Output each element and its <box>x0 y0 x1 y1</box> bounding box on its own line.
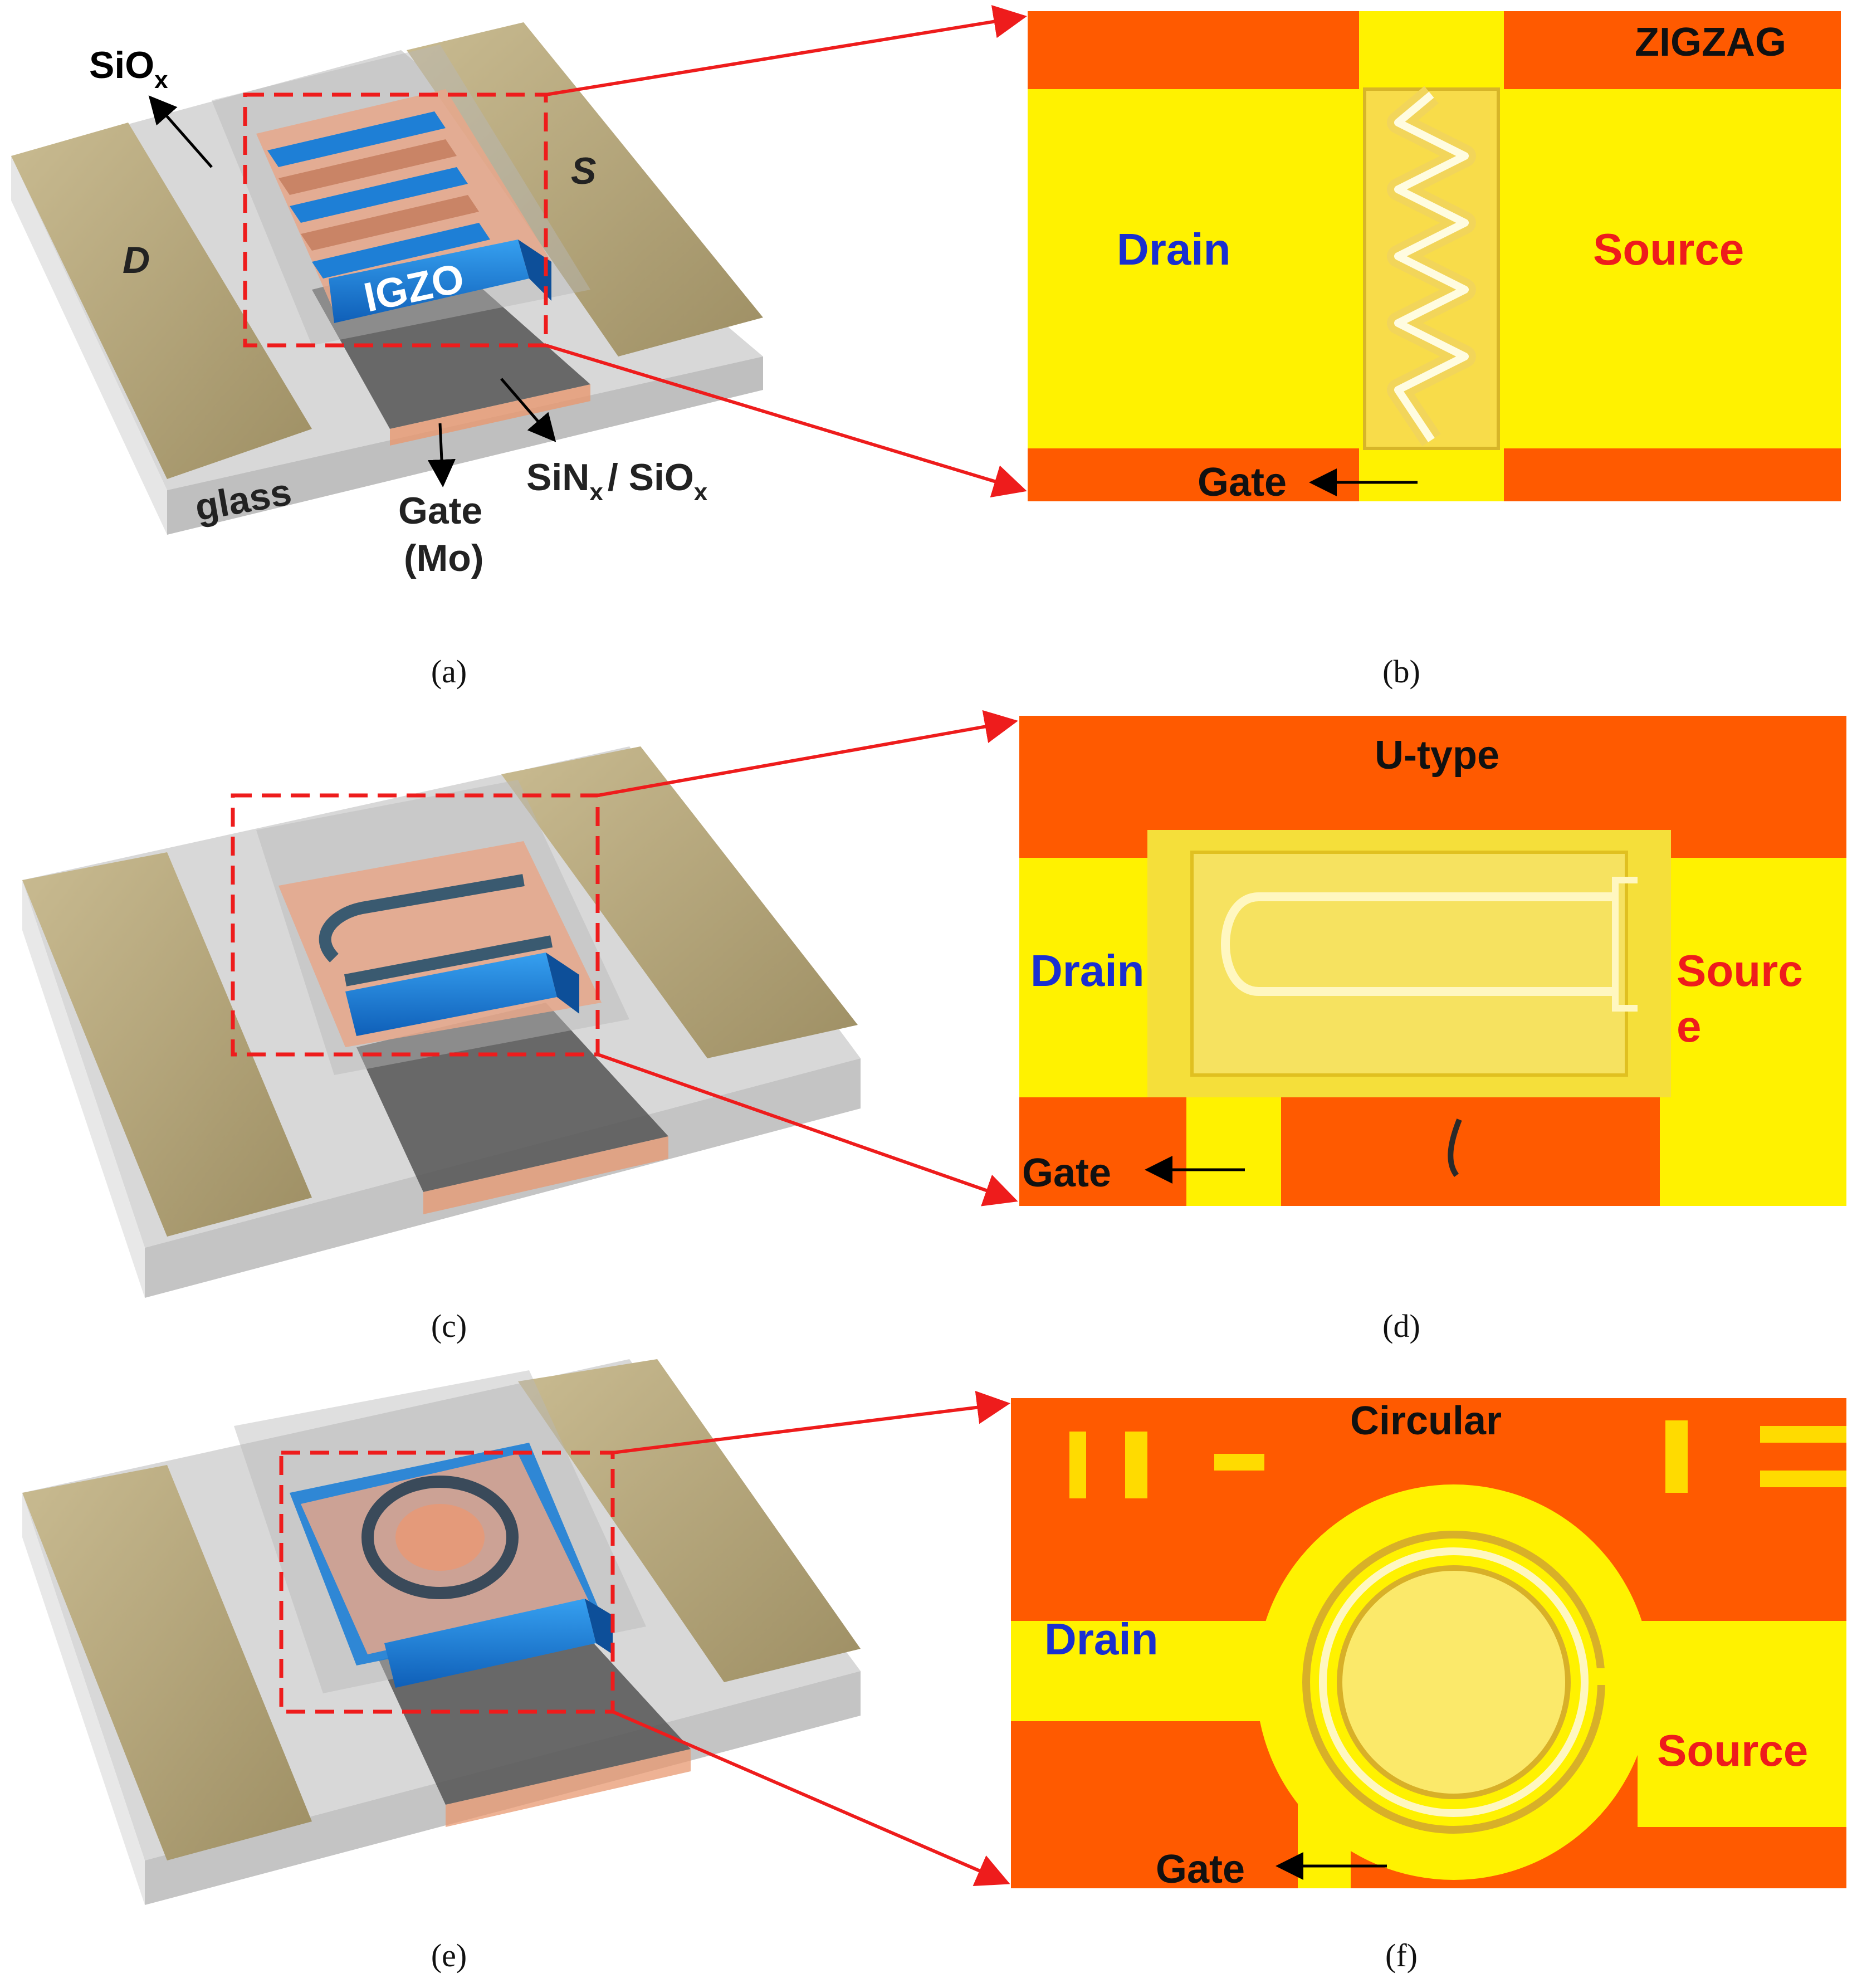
panel-f-micrograph: Circular Drain Source Gate <box>1011 1398 1846 1892</box>
micrograph-d-source-2: e <box>1677 1002 1702 1051</box>
zoom-arrow-e-bottom <box>612 1710 1010 1887</box>
micrograph-d-title: U-type <box>1375 733 1499 778</box>
micrograph-f-drain: Drain <box>1044 1614 1159 1664</box>
label-sinx-siox: SiNx/ SiOx <box>526 456 708 506</box>
label-siox: SiOx <box>89 44 168 94</box>
caption-c: (c) <box>431 1308 467 1344</box>
circular-pattern <box>361 1476 519 1599</box>
micrograph-b-drain: Drain <box>1117 224 1231 274</box>
micrograph-d-source-1: Sourc <box>1677 946 1803 995</box>
panel-b-micrograph: ZIGZAG Drain Source Gate <box>1028 11 1841 505</box>
source-electrode <box>501 746 858 1058</box>
micrograph-d-gate: Gate <box>1022 1151 1111 1195</box>
caption-e: (e) <box>431 1937 467 1974</box>
panel-d-micrograph: U-type Drain Sourc e Gate <box>1019 716 1846 1206</box>
panel-e-device <box>22 1359 861 1905</box>
micrograph-b-source: Source <box>1593 224 1744 274</box>
gate-layer <box>356 1003 668 1192</box>
zigzag-pattern <box>267 111 490 279</box>
micrograph-b-title: ZIGZAG <box>1635 20 1786 65</box>
caption-b: (b) <box>1382 653 1420 690</box>
label-gate-mo: (Mo) <box>404 537 483 579</box>
zoom-arrow-c-bottom <box>597 1053 1018 1207</box>
zoom-arrow-a-top <box>545 5 1027 96</box>
caption-d: (d) <box>1382 1308 1420 1344</box>
micrograph-f-source: Source <box>1657 1726 1808 1775</box>
micrograph-d-drain: Drain <box>1030 946 1145 995</box>
u-type-pattern <box>319 874 553 986</box>
igzo-block <box>345 953 557 1036</box>
defect-mark <box>1448 1118 1462 1177</box>
caption-a: (a) <box>431 653 467 690</box>
u-type-channel <box>1221 892 1615 996</box>
source-electrode <box>518 1359 861 1682</box>
panel-a-device: SiOx D S IGZO glass Gate (Mo) SiNx/ SiOx <box>11 22 763 579</box>
micrograph-b-gate: Gate <box>1198 460 1287 505</box>
source-electrode <box>407 22 763 356</box>
zoom-box-a <box>243 92 548 348</box>
igzo-block <box>329 240 529 323</box>
label-drain-d: D <box>123 239 150 281</box>
micrograph-f-gate: Gate <box>1156 1847 1245 1892</box>
zoom-box-e <box>279 1450 615 1714</box>
zoom-arrow-e-top <box>612 1390 1010 1454</box>
panel-c-device <box>22 746 861 1298</box>
zoom-arrow-c-top <box>597 710 1018 797</box>
igzo-block <box>384 1599 596 1688</box>
zoom-box-c <box>231 793 600 1057</box>
label-source-s: S <box>571 150 596 192</box>
drain-electrode <box>22 1465 312 1860</box>
drain-electrode <box>22 852 312 1237</box>
micrograph-f-title: Circular <box>1350 1399 1502 1443</box>
drain-electrode <box>11 123 312 479</box>
zoom-arrow-a-bottom <box>545 344 1027 498</box>
label-gate: Gate <box>398 490 482 532</box>
glass-substrate-side <box>167 356 763 535</box>
caption-f: (f) <box>1385 1937 1418 1974</box>
